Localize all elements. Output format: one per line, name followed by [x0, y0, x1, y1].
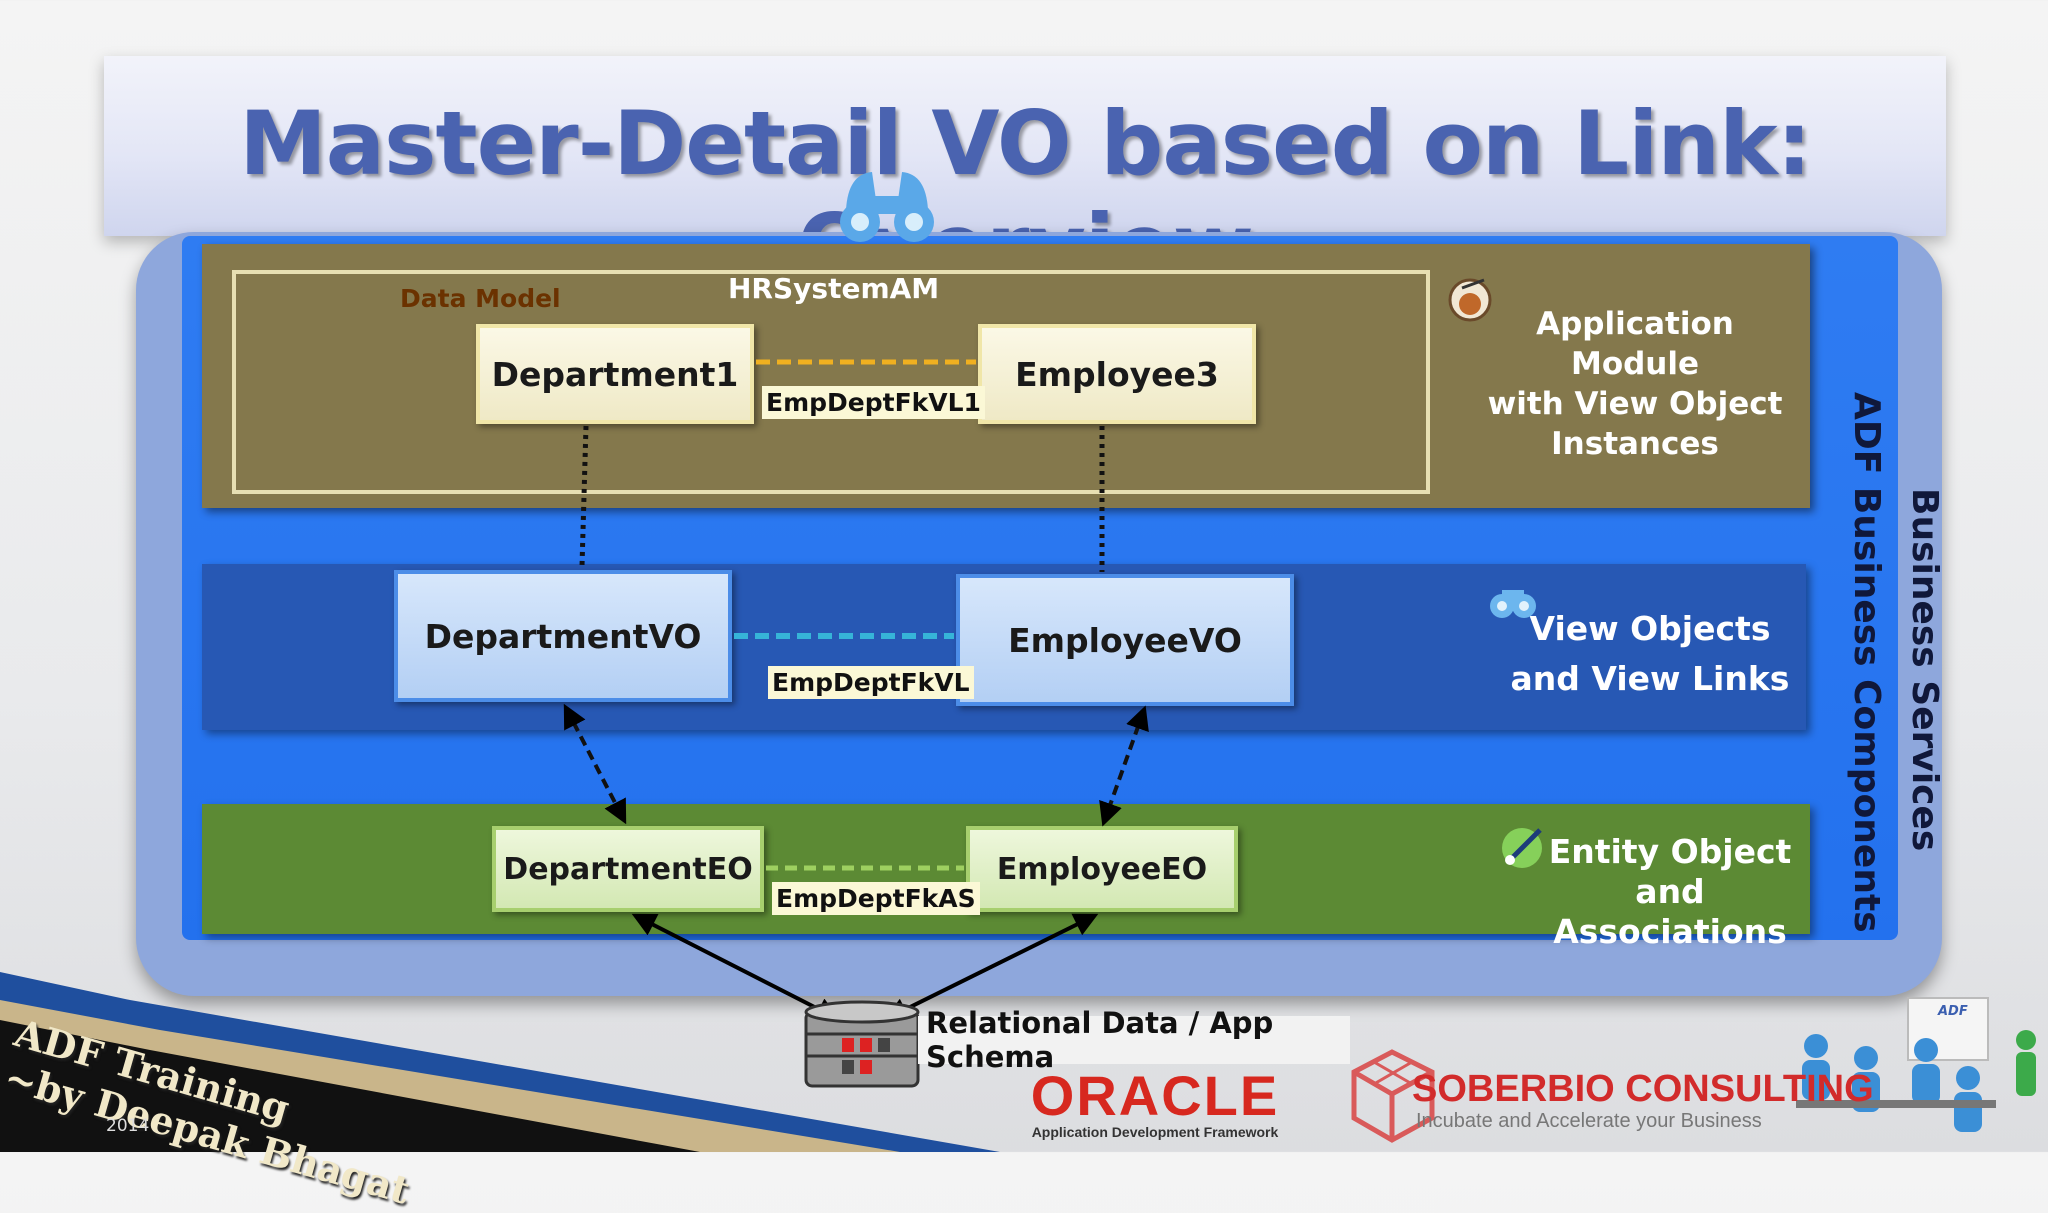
employeevo-node: EmployeeVO: [956, 574, 1294, 706]
am-band-label-line: with View Object: [1487, 386, 1783, 422]
soberbio-tagline: Incubate and Accelerate your Business: [1416, 1110, 1762, 1132]
app-module-icon: [1448, 278, 1492, 322]
am-band-label: Application Module with View Object Inst…: [1480, 304, 1790, 464]
adf-badge: ADF: [1938, 1004, 1968, 1019]
adf-bc-vertical-label: ADF Business Components: [1846, 392, 1887, 933]
entity-object-icon: [1502, 828, 1542, 868]
employeeeo-node: EmployeeEO: [966, 826, 1238, 912]
year-label: 2014: [106, 1116, 150, 1136]
eo-link-label: EmpDeptFkAS: [772, 882, 980, 915]
am-link-label: EmpDeptFkVL1: [762, 386, 985, 419]
eo-band-label-line: Entity Object: [1548, 832, 1792, 871]
oracle-logo: ORACLE Application Development Framework: [1024, 1064, 1286, 1141]
soberbio-cube-icon: [1351, 1049, 1435, 1143]
am-band-label-line: Application Module: [1536, 306, 1734, 382]
eo-db-arrow-employee: [883, 913, 1099, 1021]
vo-eo-arrow-employee: [1099, 705, 1149, 827]
soberbio-name: SOBERBIO CONSULTING: [1412, 1068, 1874, 1110]
data-model-label: Data Model: [400, 284, 561, 313]
vo-band-label: View Objects and View Links: [1500, 604, 1800, 704]
relational-data-label: Relational Data / App Schema: [918, 1006, 1350, 1074]
department1-node: Department1: [476, 324, 754, 424]
vo-band-label-line: and View Links: [1510, 659, 1790, 698]
trainer-illustration-icon: [1796, 997, 2036, 1132]
database-icon: [804, 1000, 920, 1088]
training-banner: [0, 972, 1000, 1152]
vo-eo-arrow-department: [563, 703, 627, 825]
data-model-box: [232, 270, 1430, 494]
departmenteo-node: DepartmentEO: [492, 826, 764, 912]
oracle-subtitle: Application Development Framework: [1031, 1124, 1279, 1140]
vo-link-label: EmpDeptFkVL: [768, 666, 974, 699]
am-band-label-line: Instances: [1551, 426, 1719, 462]
department-instance-line: [579, 425, 589, 567]
employee3-node: Employee3: [978, 324, 1256, 424]
eo-band-label-line: and Associations: [1553, 872, 1787, 951]
departmentvo-node: DepartmentVO: [394, 570, 732, 702]
eo-band-label: Entity Object and Associations: [1520, 832, 1820, 952]
am-name-label: HRSystemAM: [728, 272, 940, 305]
business-services-vertical-label: Business Services: [1904, 488, 1945, 852]
connector-overlay: [0, 172, 2036, 1152]
title-bar: [104, 56, 1946, 236]
vo-band-label-line: View Objects: [1529, 609, 1771, 648]
binoculars-icon: [840, 172, 934, 242]
oracle-wordmark: ORACLE: [1030, 1064, 1280, 1127]
eo-db-arrow-department: [631, 913, 841, 1021]
view-object-icon: [1490, 590, 1536, 618]
